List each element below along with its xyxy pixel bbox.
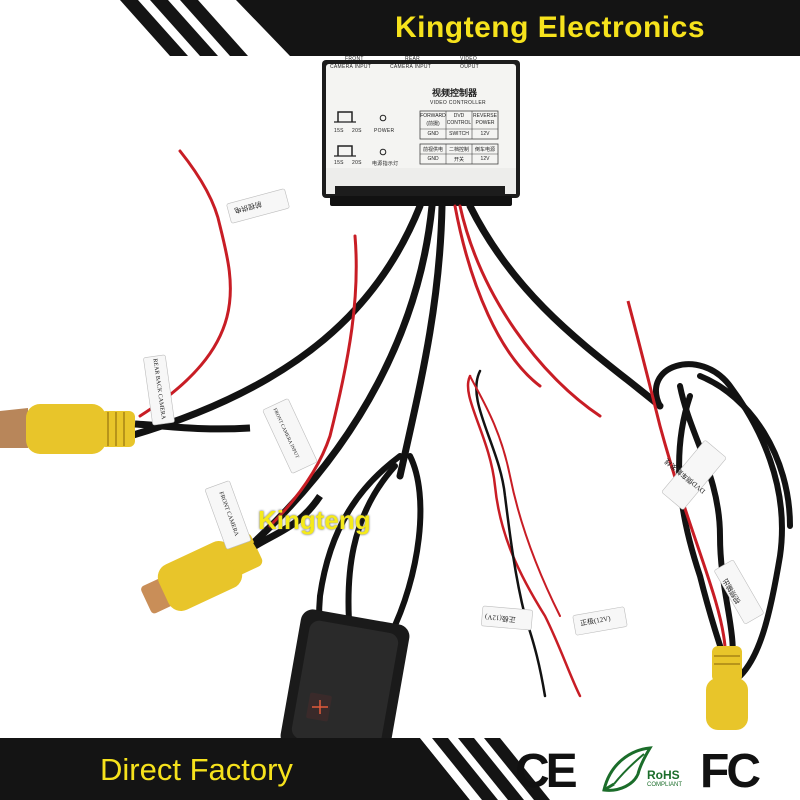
cell-gnd-2: GND [427,156,439,162]
brand-title: Kingteng Electronics [394,11,706,44]
product-scene: FRONT CAMERA INPUT REAR CAMERA INPUT VID… [0,56,800,763]
dvd-switch-unit [280,609,410,763]
port-video-label: VIDEO [460,56,478,62]
cell-cn-1: 前视供电 [422,147,443,153]
certification-logos: CE RoHS COMPLIANT FC [505,738,800,800]
rohs-leaf-icon [602,746,653,792]
timer-20s-a: 20S [352,128,362,134]
rca-connector-right [706,646,748,730]
cell-control: CONTROL [446,120,472,126]
video-controller-module [322,60,520,206]
module-title-en: VIDEO CONTROLLER [430,100,486,106]
cell-switch: SWITCH [449,131,469,137]
fc-mark: FC [700,745,761,798]
watermark: Kingteng [258,505,371,535]
top-banner: Kingteng Electronics [0,0,800,56]
footer-slogan: Direct Factory [100,752,293,787]
timer-20s-b: 20S [352,160,362,166]
cable-illustration [0,60,793,763]
cell-dvd: DVD [453,113,465,119]
cell-power: POWER [475,120,495,126]
cell-cn-2: 二档控制 [448,147,469,153]
wire-tags [143,188,764,636]
power-indicator-cn: 电源指示灯 [372,161,399,167]
module-title-cn: 视频控制器 [432,88,478,98]
timer-15s-a: 15S [334,128,344,134]
port-video-sub: OUPUT [460,64,479,70]
rca-connector-middle [141,494,323,614]
bottom-banner [0,738,800,800]
port-rear-label: REAR [405,56,421,62]
rca-connector-left [0,404,251,454]
ce-mark: CE [515,745,578,798]
port-front-label: FRONT [345,56,364,62]
cell-12v-1: 12V [480,131,490,137]
coiled-cable-right [653,361,793,679]
rohs-label: RoHS [647,768,680,782]
power-label: POWER [374,128,395,134]
cell-forward-sub: (前摄) [426,121,440,127]
power-wire-pair [466,369,582,698]
cell-gnd-1: GND [427,131,439,137]
port-rear-sub: CAMERA INPUT [390,64,432,70]
cell-reverse: REVERSE [473,113,497,119]
cell-switch-cn: 开关 [453,157,464,163]
timer-15s-b: 15S [334,160,344,166]
cell-cn-3: 倒车电源 [474,147,495,153]
cell-12v-2: 12V [480,156,490,162]
top-banner-shape [0,0,800,56]
cell-forward: FORWARD [420,113,446,119]
rohs-compliant: COMPLIANT [647,782,683,788]
bottom-banner-shape [0,738,800,800]
port-front-sub: CAMERA INPUT [330,64,372,70]
